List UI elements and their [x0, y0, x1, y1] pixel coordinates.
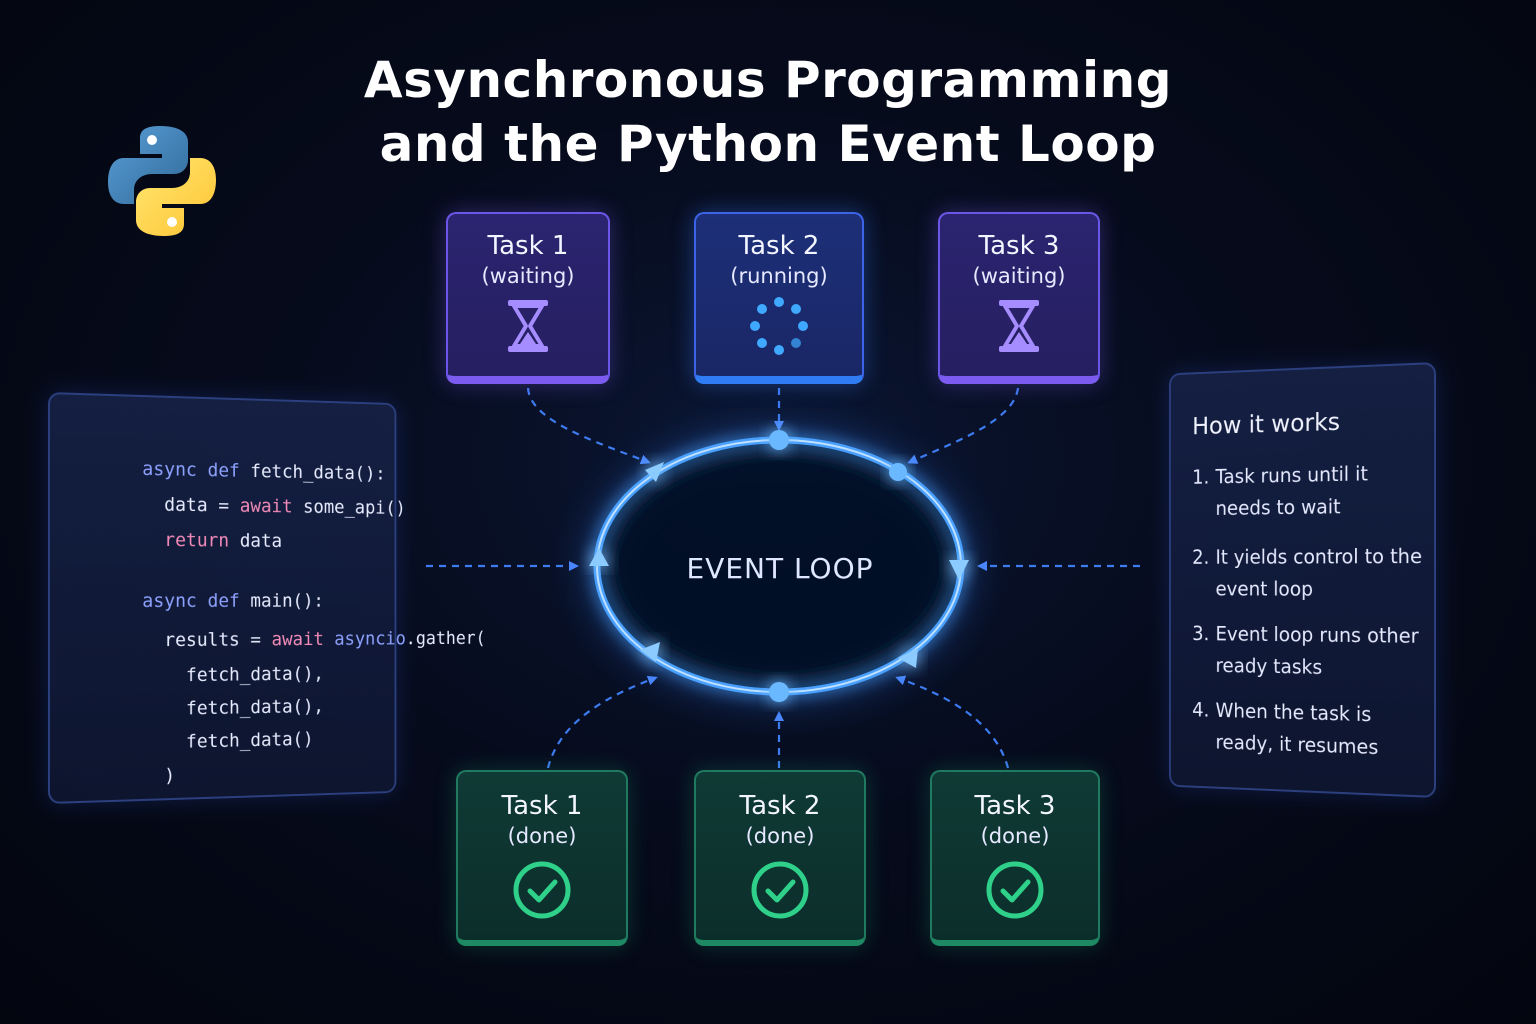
task-card-1-waiting: Task 1 (waiting) [446, 212, 610, 384]
task-card-3-waiting: Task 3 (waiting) [938, 212, 1100, 384]
task-card-1-done: Task 1 (done) [456, 770, 628, 946]
code-token: asyncio [324, 628, 406, 649]
step-item: 3. Event loop runs other ready tasks [1192, 618, 1426, 686]
arrow-task3-top-to-loop [910, 388, 1018, 462]
python-logo-icon [104, 122, 220, 240]
step-number: 4. [1192, 694, 1215, 726]
event-loop-label: EVENT LOOP [620, 552, 940, 585]
task-state: (running) [696, 262, 862, 290]
step-text: When the task is ready, it resumes [1216, 695, 1427, 766]
step-number: 1. [1192, 461, 1215, 493]
code-panel: async def fetch_data(): data = await som… [48, 392, 396, 804]
spinner-icon [749, 296, 809, 356]
hourglass-icon [506, 298, 550, 354]
hourglass-icon [997, 298, 1041, 354]
task-card-3-done: Task 3 (done) [930, 770, 1100, 946]
task-name: Task 1 [448, 230, 608, 262]
code-token: .gather( [406, 628, 486, 649]
task-name: Task 3 [940, 230, 1098, 262]
code-token: data [229, 530, 282, 552]
loop-node-top [769, 430, 789, 450]
code-token: return [164, 529, 229, 551]
how-it-works-panel: How it works 1. Task runs until it needs… [1169, 362, 1436, 798]
task-name: Task 3 [932, 790, 1098, 822]
page-title: Asynchronous Programming and the Python … [0, 48, 1536, 176]
task-card-2-running: Task 2 (running) [694, 212, 864, 384]
loop-node-bottom [769, 682, 789, 702]
task-state: (done) [458, 822, 626, 850]
step-item: 2. It yields control to the event loop [1192, 540, 1426, 606]
arrow-loop-to-task3-done [898, 678, 1008, 768]
task-state: (done) [696, 822, 864, 850]
code-line: return data [76, 506, 282, 573]
task-card-2-done: Task 2 (done) [694, 770, 866, 946]
task-name: Task 2 [696, 230, 862, 262]
code-token [142, 529, 164, 551]
task-state: (waiting) [448, 262, 608, 290]
title-line-2: and the Python Event Loop [0, 112, 1536, 176]
how-it-works-title: How it works [1192, 407, 1340, 440]
check-circle-icon [512, 860, 572, 920]
step-number: 3. [1192, 618, 1215, 650]
step-number: 2. [1192, 542, 1215, 574]
step-text: Event loop runs other ready tasks [1216, 618, 1427, 686]
step-item: 4. When the task is ready, it resumes [1192, 694, 1426, 765]
code-token: ) [142, 765, 175, 788]
task-state: (done) [932, 822, 1098, 850]
code-line: ) [76, 743, 176, 811]
step-text: Task runs until it needs to wait [1216, 456, 1427, 524]
loop-node-top-right [889, 463, 907, 481]
task-name: Task 1 [458, 790, 626, 822]
task-state: (waiting) [940, 262, 1098, 290]
step-text: It yields control to the event loop [1216, 540, 1427, 606]
check-circle-icon [750, 860, 810, 920]
arrow-loop-to-task1-done [548, 678, 655, 768]
title-line-1: Asynchronous Programming [0, 48, 1536, 112]
check-circle-icon [985, 860, 1045, 920]
step-item: 1. Task runs until it needs to wait [1192, 456, 1426, 525]
code-token: some_api() [293, 496, 406, 519]
task-name: Task 2 [696, 790, 864, 822]
arrow-task1-top-to-loop [528, 388, 648, 462]
